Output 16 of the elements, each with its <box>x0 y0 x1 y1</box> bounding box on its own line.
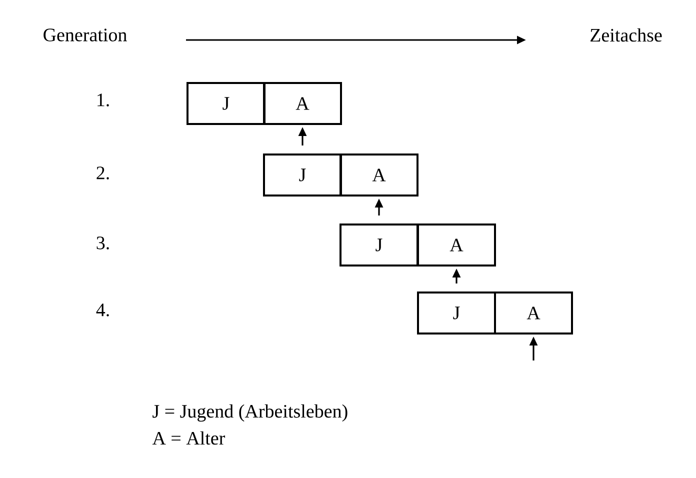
text-label: 4. <box>96 304 109 316</box>
text-label: 1. <box>98 94 109 106</box>
text-label: J = Jugend (Arbeitsleben) <box>152 404 348 422</box>
box: A <box>340 154 418 196</box>
box: J <box>263 154 342 196</box>
box: J <box>417 292 496 334</box>
box: J <box>340 224 418 266</box>
text-label: A = Alter <box>152 431 226 445</box>
box: A <box>263 82 342 125</box>
text-label: Zeitachse <box>590 28 662 42</box>
text-label: Generation <box>44 28 127 42</box>
text-label: 2. <box>96 166 109 180</box>
box: A <box>417 224 496 266</box>
text-label: 3. <box>96 236 109 250</box>
box: A <box>494 292 573 334</box>
box: J <box>186 82 266 125</box>
